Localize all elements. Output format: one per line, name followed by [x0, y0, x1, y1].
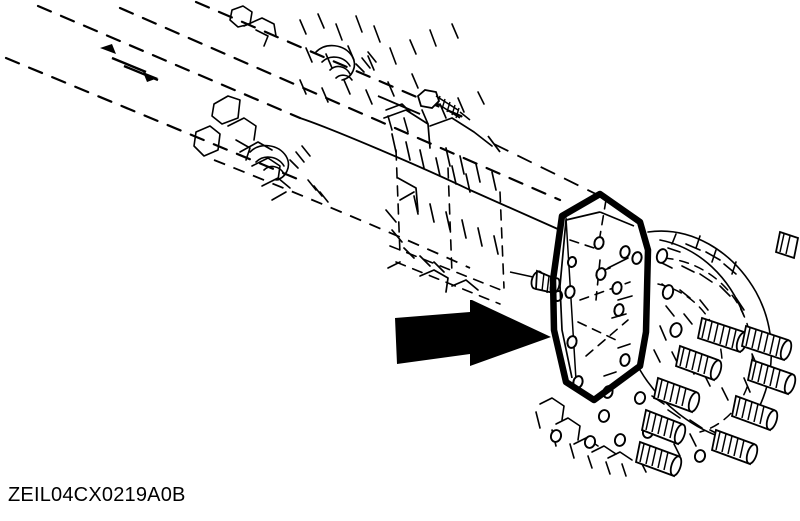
dowel-leader	[509, 271, 534, 278]
gasket-inner-edge	[559, 211, 601, 379]
rear-flange-housing	[535, 230, 773, 477]
leader-line-tick	[487, 135, 501, 153]
gasket-top-edge	[599, 211, 635, 227]
body-edge-short	[377, 95, 421, 115]
centerline-tick-2	[123, 64, 159, 82]
stud-2	[740, 324, 793, 362]
gasket-outline-highlight	[549, 190, 652, 404]
body-lower-edge	[213, 159, 471, 269]
body-top-edge	[299, 117, 561, 231]
centerline-tick-1	[111, 56, 147, 74]
centerline-arrow-left	[100, 44, 116, 54]
stud-4	[746, 358, 797, 396]
callout-arrow	[395, 300, 551, 366]
leader-line	[493, 143, 601, 197]
stud-8	[710, 428, 759, 466]
gasket-holes	[552, 236, 643, 399]
housing-body-edges	[213, 95, 561, 269]
stud-3	[674, 344, 723, 382]
stud-9	[634, 440, 683, 478]
axis-centerline-group	[4, 0, 562, 202]
bolt-threads	[436, 95, 460, 119]
stud-1	[696, 316, 749, 354]
stud-5	[652, 376, 701, 414]
centerline-lower	[4, 56, 302, 182]
figure-caption: ZEIL04CX0219A0B	[8, 484, 186, 506]
mid-housing-block	[383, 109, 507, 305]
flange-holes	[549, 248, 707, 463]
centerline-main	[118, 6, 562, 202]
centerline-tick-group	[111, 56, 159, 82]
gasket-face-detail	[565, 199, 633, 381]
stud-10	[774, 230, 800, 260]
stud-6	[730, 394, 779, 432]
hex-bolt	[416, 89, 471, 121]
bolt-head	[416, 89, 441, 109]
housing-detail-2	[211, 95, 241, 125]
centerline-upper-b	[194, 0, 472, 122]
axle-housing-sketch	[193, 5, 485, 203]
stud-7	[640, 408, 687, 446]
threaded-studs	[634, 230, 800, 478]
centerline-upper	[36, 4, 302, 120]
